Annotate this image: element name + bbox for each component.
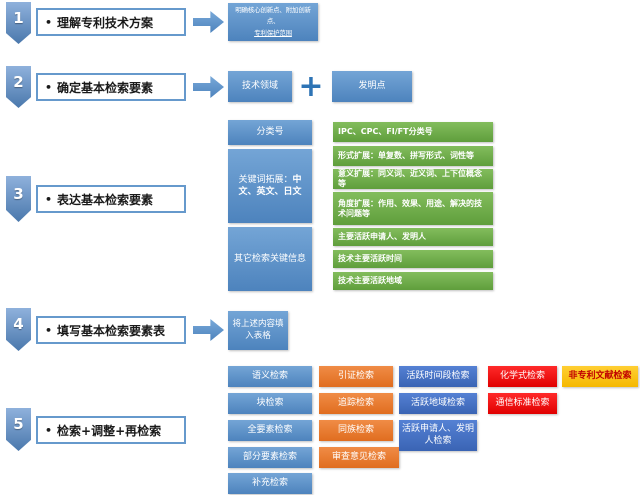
- step-1-detail-box: 明确核心创新点、附加创新点、 专利保护范围: [228, 3, 318, 41]
- step-4-title-box: • 填写基本检索要素表: [36, 316, 186, 344]
- other-item-region-box: 技术主要活跃地域: [333, 272, 493, 290]
- bullet-icon: •: [45, 15, 53, 29]
- tracking-search-box: 追踪检索: [319, 393, 393, 414]
- other-item-applicants-box: 主要活跃申请人、发明人: [333, 228, 493, 246]
- step-2-title-box: • 确定基本检索要素: [36, 73, 186, 101]
- method-supplementary-search-box: 补充检索: [228, 473, 312, 494]
- step-1-label: 理解专利技术方案: [57, 15, 154, 30]
- other-item-time-box: 技术主要活跃时间: [333, 250, 493, 268]
- step-5-chevron: 5: [6, 408, 31, 451]
- step-4-detail-box: 将上述内容填入表格: [228, 311, 288, 350]
- method-all-elements-search-box: 全要素检索: [228, 420, 312, 441]
- keyword-item-form-box: 形式扩展：单复数、拼写形式、词性等: [333, 146, 493, 166]
- step-1-arrow-icon: [193, 11, 224, 33]
- other-key-info-label-box: 其它检索关键信息: [228, 227, 312, 291]
- family-search-box: 同族检索: [319, 420, 393, 441]
- step-1-detail-line2: 专利保护范围: [254, 28, 292, 37]
- method-block-search-box: 块检索: [228, 393, 312, 414]
- step-1-detail-line1: 明确核心创新点、附加创新点、: [235, 6, 311, 26]
- step-3-title-box: • 表达基本检索要素: [36, 185, 186, 213]
- invention-point-box: 发明点: [332, 71, 412, 102]
- step-1-detail-text: 明确核心创新点、附加创新点、 专利保护范围: [231, 5, 315, 38]
- step-1-title-box: • 理解专利技术方案: [36, 8, 186, 36]
- step-5-title-box: • 检索+调整+再检索: [36, 416, 186, 444]
- bullet-icon: •: [45, 423, 53, 437]
- active-applicant-inventor-search-box: 活跃申请人、发明人检索: [399, 420, 477, 451]
- keyword-item-angle-box: 角度扩展：作用、效果、用途、解决的技术问题等: [333, 192, 493, 225]
- bullet-icon: •: [45, 192, 53, 206]
- step-5-label: 检索+调整+再检索: [57, 423, 162, 438]
- step-1-chevron: 1: [6, 2, 31, 44]
- method-partial-elements-search-box: 部分要素检索: [228, 447, 312, 468]
- plus-icon: +: [298, 69, 324, 104]
- step-5-number: 5: [13, 415, 24, 433]
- bullet-icon: •: [45, 323, 53, 337]
- step-4-number: 4: [13, 315, 24, 333]
- examination-opinion-search-box: 审查意见检索: [319, 447, 399, 468]
- active-period-search-box: 活跃时间段检索: [399, 366, 477, 387]
- tech-field-box: 技术领域: [228, 71, 292, 102]
- step-4-label: 填写基本检索要素表: [57, 323, 166, 338]
- step-4-chevron: 4: [6, 308, 31, 351]
- step-3-chevron: 3: [6, 176, 31, 222]
- step-4-arrow-icon: [193, 319, 224, 341]
- communication-standard-search-box: 通信标准检索: [488, 393, 557, 414]
- keyword-label-prefix: 关键词拓展：: [238, 174, 293, 185]
- classification-label-box: 分类号: [228, 120, 312, 145]
- chemical-formula-search-box: 化学式检索: [488, 366, 557, 387]
- step-2-arrow-icon: [193, 76, 224, 98]
- step-2-number: 2: [13, 72, 24, 91]
- classification-item-box: IPC、CPC、FI/FT分类号: [333, 122, 493, 142]
- keyword-expansion-label-text: 关键词拓展：中文、英文、日文: [231, 174, 309, 198]
- non-patent-literature-search-box: 非专利文献检索: [562, 366, 638, 387]
- step-1-number: 1: [13, 8, 24, 27]
- active-region-search-box: 活跃地域检索: [399, 393, 477, 414]
- step-3-number: 3: [13, 184, 24, 203]
- bullet-icon: •: [45, 80, 53, 94]
- keyword-item-meaning-box: 意义扩展：同义词、近义词、上下位概念等: [333, 169, 493, 189]
- step-2-chevron: 2: [6, 66, 31, 108]
- keyword-expansion-label-box: 关键词拓展：中文、英文、日文: [228, 149, 312, 223]
- step-3-label: 表达基本检索要素: [57, 192, 154, 207]
- step-2-label: 确定基本检索要素: [57, 80, 154, 95]
- keyword-label-languages: 中文、英文、日文: [238, 174, 302, 197]
- method-semantic-search-box: 语义检索: [228, 366, 312, 387]
- citation-search-box: 引证检索: [319, 366, 393, 387]
